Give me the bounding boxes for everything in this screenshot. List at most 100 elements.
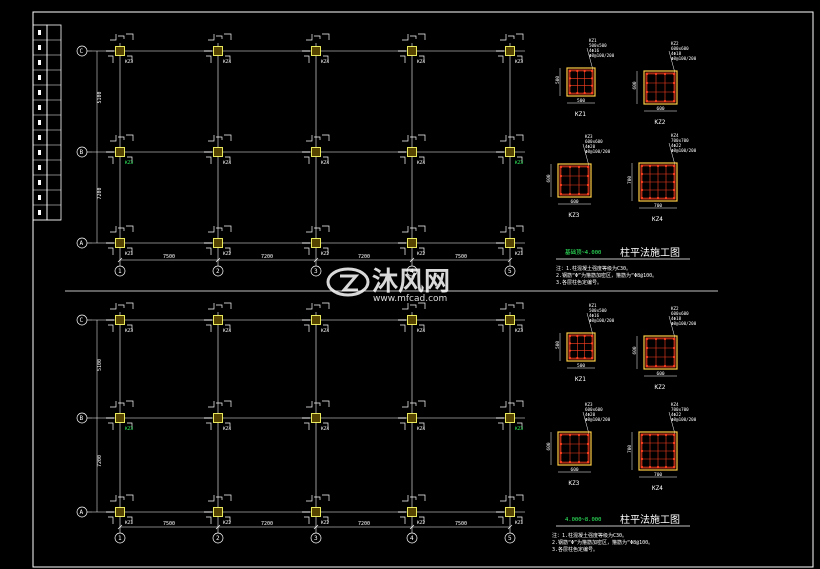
grid-bubble-col: 3 bbox=[310, 532, 322, 544]
column-section bbox=[407, 315, 417, 325]
rebar-dot bbox=[664, 164, 668, 168]
column-marker: KZ4 bbox=[302, 302, 329, 334]
detail-spec-line: Φ8@100/200 bbox=[589, 318, 615, 323]
column-tag: KZ4 bbox=[417, 59, 425, 65]
rebar-dot bbox=[654, 72, 658, 76]
detail-height-dim: 600 bbox=[632, 346, 638, 354]
dimension-row-spacing: 5100 bbox=[97, 359, 103, 371]
rebar-dot bbox=[590, 342, 594, 345]
column-section bbox=[115, 46, 125, 56]
column-section bbox=[505, 46, 515, 56]
rebar-callout bbox=[108, 494, 134, 524]
rebar-callout bbox=[206, 33, 232, 63]
detail-name: KZ3 bbox=[569, 212, 580, 219]
detail-spec-line: KZ4 bbox=[671, 133, 679, 138]
note-line: 2.钢筋“Φ”为箍筋加密区，箍筋为“Φ8@100。 bbox=[556, 272, 657, 279]
rebar-dot bbox=[672, 465, 676, 469]
detail-section-outline bbox=[638, 431, 678, 471]
rebar-dot bbox=[672, 364, 676, 368]
rebar-callout bbox=[498, 134, 524, 164]
column-marker: KZ1 bbox=[496, 494, 523, 526]
detail-height-dim: 700 bbox=[627, 445, 633, 453]
rebar-callout bbox=[304, 33, 330, 63]
column-section bbox=[407, 46, 417, 56]
column-marker: KZ2 bbox=[398, 225, 425, 257]
column-marker: KZ2 bbox=[302, 225, 329, 257]
column-marker: KZ3 bbox=[496, 134, 524, 166]
grid-col-label: 3 bbox=[314, 535, 318, 542]
column-section bbox=[213, 147, 223, 157]
grid-bubble-col: 3 bbox=[310, 265, 322, 277]
rebar-callout bbox=[400, 494, 426, 524]
column-marker: KZ2 bbox=[204, 494, 232, 526]
elevation-range: 4.000~8.000 bbox=[565, 517, 601, 523]
column-marker: KZ4 bbox=[398, 134, 426, 166]
column-tag: KZ4 bbox=[321, 160, 329, 166]
grid-col-label: 2 bbox=[216, 268, 220, 275]
detail-height-dim: 600 bbox=[546, 174, 552, 182]
column-section bbox=[407, 507, 417, 517]
rebar-dot bbox=[672, 433, 676, 437]
detail-spec-line: 4Φ20 bbox=[585, 412, 596, 417]
column-marker: KZ2 bbox=[204, 225, 231, 257]
grid-bubble-row: C bbox=[76, 45, 92, 57]
dimension-row-spacing: 7200 bbox=[97, 187, 103, 199]
dimension-col-spacing: 7200 bbox=[358, 254, 370, 260]
column-marker: KZ1 bbox=[106, 494, 134, 526]
dimension-col-spacing: 7500 bbox=[163, 254, 175, 260]
rebar-callout bbox=[108, 400, 134, 430]
detail-spec-line: Φ8@100/200 bbox=[671, 321, 697, 326]
column-tag: KZ1 bbox=[515, 251, 523, 257]
rebar-callout bbox=[498, 33, 524, 63]
column-marker: KZ4 bbox=[302, 400, 330, 432]
column-tag: KZ3 bbox=[125, 426, 133, 432]
rebar-dot bbox=[590, 77, 594, 80]
column-tag: KZ4 bbox=[417, 160, 425, 166]
rebar-callout bbox=[304, 134, 330, 164]
detail-name: KZ1 bbox=[575, 111, 586, 118]
detail-spec-line: KZ3 bbox=[585, 134, 593, 139]
detail-name: KZ1 bbox=[575, 376, 586, 383]
column-marker: KZ4 bbox=[204, 134, 231, 166]
detail-spec-line: 4Φ16 bbox=[589, 48, 600, 53]
rebar-callout bbox=[206, 302, 232, 332]
column-section bbox=[213, 413, 223, 423]
detail-spec-line: KZ1 bbox=[589, 303, 597, 308]
grid-bubble-col: 2 bbox=[212, 532, 224, 544]
column-marker: KZ3 bbox=[106, 134, 133, 166]
dimension-row-spacing: 5100 bbox=[97, 91, 103, 103]
watermark-logo-icon bbox=[326, 267, 370, 297]
grid-row-label: A bbox=[80, 240, 84, 247]
column-tag: KZ1 bbox=[125, 520, 133, 526]
rebar-dot bbox=[672, 172, 676, 176]
rebar-callout bbox=[206, 494, 232, 524]
detail-width-dim: 600 bbox=[571, 467, 579, 473]
detail-section-outline bbox=[638, 162, 678, 202]
column-section bbox=[407, 413, 417, 423]
detail-spec-line: 600x600 bbox=[585, 407, 603, 412]
column-tag: KZ3 bbox=[515, 328, 523, 334]
dimension-col-spacing: 7200 bbox=[261, 254, 273, 260]
grid-bubble-col: 2 bbox=[212, 265, 224, 277]
note-line: 3.各层柱色定编号。 bbox=[556, 279, 602, 286]
grid-col-label: 1 bbox=[118, 268, 122, 275]
column-marker: KZ3 bbox=[496, 33, 524, 65]
column-tag: KZ3 bbox=[125, 59, 133, 65]
rebar-callout bbox=[400, 134, 426, 164]
grid-col-label: 5 bbox=[508, 535, 512, 542]
rebar-dot bbox=[559, 165, 563, 169]
column-section bbox=[115, 315, 125, 325]
detail-section-outline bbox=[557, 163, 592, 198]
detail-spec-line: 4Φ16 bbox=[589, 313, 600, 318]
detail-spec-line: 500x500 bbox=[589, 43, 607, 48]
column-marker: KZ1 bbox=[496, 225, 523, 257]
rebar-callout bbox=[304, 400, 330, 430]
detail-width-dim: 700 bbox=[654, 472, 662, 478]
grid-bubble-row: B bbox=[76, 146, 92, 158]
